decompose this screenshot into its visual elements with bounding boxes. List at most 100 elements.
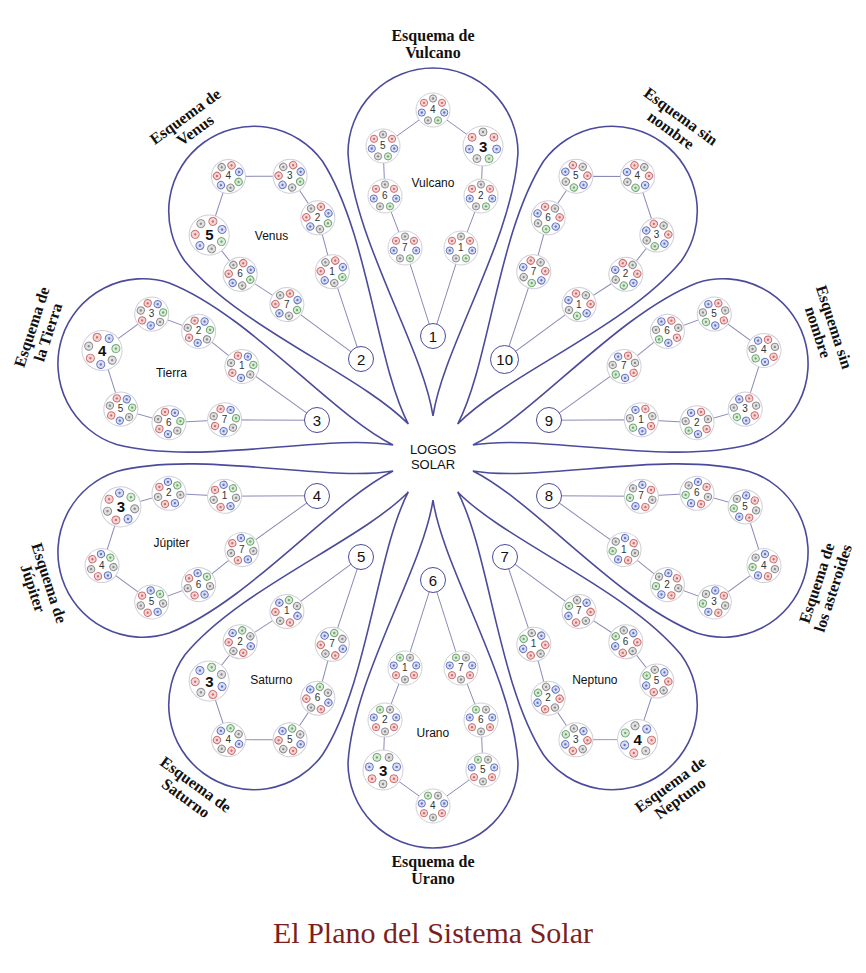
chain-number: 2: [166, 488, 172, 498]
globe-dot: [228, 423, 237, 432]
globe-core: [427, 119, 429, 121]
globe-core: [379, 205, 381, 207]
globe-dot: [469, 662, 476, 669]
globe-dot: [123, 514, 133, 524]
globe-core: [567, 604, 570, 607]
globe-core: [614, 635, 617, 638]
globe-core: [571, 163, 574, 166]
globe-dot: [628, 628, 638, 638]
globe-chain-symbol: [524, 674, 571, 721]
globe-core: [199, 222, 202, 225]
globe-dot: [611, 631, 621, 641]
diagram-title: El Plano del Sistema Solar: [0, 916, 866, 949]
globe-chain-symbol: [743, 544, 786, 587]
globe-core: [341, 647, 344, 650]
globe-dot: [285, 617, 295, 627]
globe-core: [166, 433, 169, 436]
globe-core: [146, 611, 149, 614]
globe-core: [649, 425, 652, 428]
globe-dot: [468, 133, 476, 141]
globe-dot: [763, 335, 772, 344]
globe-dot: [563, 295, 573, 305]
globe-core: [631, 263, 634, 266]
globe-dot: [401, 676, 408, 683]
globe-dot: [143, 608, 152, 617]
globe-core: [554, 225, 557, 228]
globe-dot: [195, 687, 206, 698]
globe-core: [705, 485, 708, 488]
globe-dot: [306, 702, 316, 712]
globe-dot: [629, 423, 638, 432]
chain-number: 1: [239, 361, 245, 371]
globe-dot: [628, 278, 638, 288]
globe-core: [115, 397, 118, 400]
globe-chain-symbol: [620, 398, 663, 441]
globe-dot: [650, 241, 660, 251]
globe-dot: [159, 308, 168, 317]
globe-dot: [370, 135, 377, 142]
globe-dot: [190, 229, 201, 240]
globe-core: [249, 373, 252, 376]
globe-dot: [452, 255, 459, 262]
globe-core: [621, 261, 624, 264]
globe-core: [282, 747, 285, 750]
globe-core: [287, 598, 290, 601]
globe-core: [326, 691, 329, 694]
globe-dot: [292, 601, 302, 611]
globe-dot: [185, 333, 194, 342]
chain-ring: [363, 750, 403, 790]
globe-dot: [393, 763, 401, 771]
globe-dot: [714, 608, 723, 617]
chain-ring: [81, 544, 124, 587]
globe-dot: [130, 504, 140, 514]
globe-core: [235, 417, 238, 420]
globe-core: [633, 164, 636, 167]
globe-core: [536, 222, 539, 225]
globe-dot: [555, 212, 565, 222]
globe-core: [625, 170, 628, 173]
chain-number: 7: [239, 545, 245, 555]
globe-dot: [664, 338, 673, 347]
chain-number: 1: [531, 639, 537, 649]
globe-core: [647, 174, 650, 177]
chain-number: 2: [196, 326, 202, 336]
globe-dot: [619, 625, 629, 635]
globe-core: [305, 697, 308, 700]
globe-chain-symbol: [130, 581, 173, 624]
globe-core: [611, 363, 614, 366]
globe-core: [237, 180, 240, 183]
globe-dot: [648, 495, 657, 504]
globe-dot: [632, 637, 642, 647]
globe-dot: [246, 641, 256, 651]
globe-dot: [564, 305, 574, 315]
globe-chain-symbol: [676, 401, 719, 444]
globe-dot: [681, 490, 690, 499]
globe-core: [106, 574, 109, 577]
globe-dot: [536, 275, 546, 285]
chain-number: 5: [480, 765, 486, 775]
globe-core: [393, 778, 395, 780]
globe-chain-symbol: [81, 544, 124, 587]
globe-dot: [624, 556, 633, 565]
chain-number: 7: [329, 639, 335, 649]
globe-core: [382, 133, 384, 135]
globe-chain-symbol: [148, 472, 191, 515]
globe-dot: [323, 208, 333, 218]
globe-dot: [657, 317, 666, 326]
globe-chain-symbol: [463, 126, 503, 166]
globe-core: [572, 186, 575, 189]
globe-core: [663, 671, 666, 674]
globe-dot: [760, 550, 769, 559]
globe-dot: [381, 728, 388, 735]
globe-core: [188, 577, 191, 580]
globe-core: [567, 298, 570, 301]
globe-dot: [489, 195, 496, 202]
globe-chain-symbol: [416, 93, 450, 127]
globe-core: [389, 205, 391, 207]
globe-chain-symbol: [602, 618, 649, 665]
globe-core: [199, 691, 202, 694]
globe-core: [415, 249, 417, 251]
globe-dot: [337, 272, 347, 282]
globe-dot: [434, 792, 441, 799]
chain-number: 2: [237, 637, 243, 647]
